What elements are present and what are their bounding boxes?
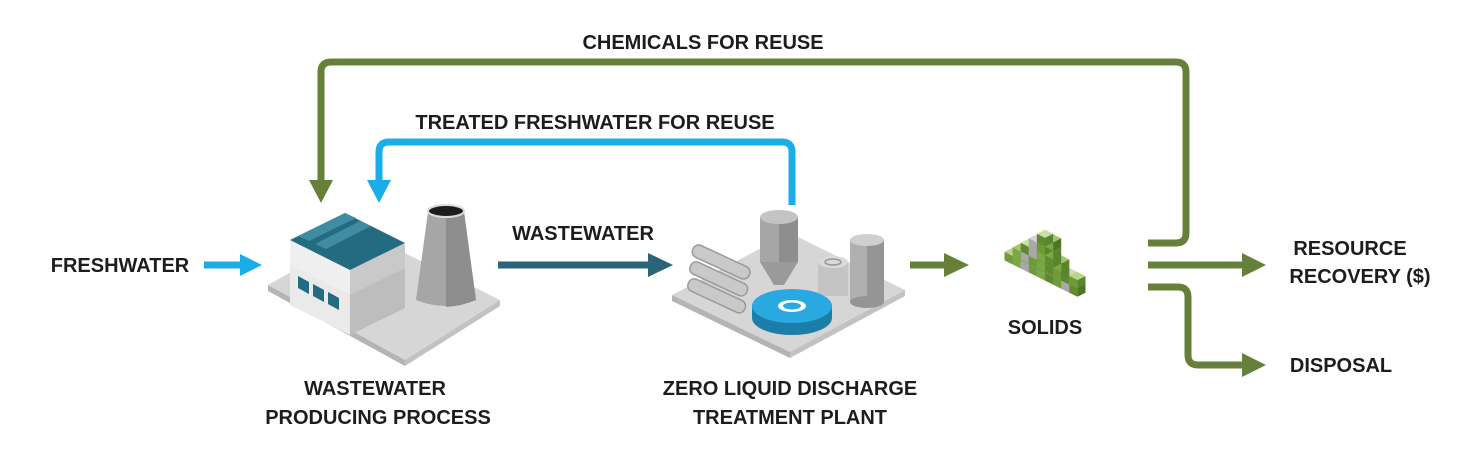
resource-recovery-line1: RESOURCE	[1293, 238, 1406, 260]
chemicals-reuse-flow	[309, 58, 1190, 247]
solid-cube-face	[1045, 233, 1054, 247]
zld-plant-line1: ZERO LIQUID DISCHARGE	[663, 378, 917, 400]
freshwater-label: FRESHWATER	[51, 255, 190, 277]
solids-label: SOLIDS	[1008, 317, 1082, 339]
solids-cubes-icon	[1004, 229, 1086, 297]
freshwater-arrow	[204, 254, 262, 276]
solid-cube-face	[1069, 272, 1086, 281]
disposal-arrow	[1148, 283, 1266, 377]
disposal-label: DISPOSAL	[1290, 355, 1392, 377]
solid-cube-face	[1028, 238, 1037, 251]
solid-cube-face	[1012, 255, 1021, 269]
chemicals-for-reuse-label: CHEMICALS FOR REUSE	[582, 32, 823, 54]
factory-icon	[268, 204, 500, 366]
solid-cube-face	[1020, 242, 1029, 256]
solid-cube-face	[1036, 229, 1054, 238]
solid-cube-face	[1004, 251, 1013, 265]
solid-cube-face	[1028, 246, 1037, 260]
solid-cube-face	[1053, 246, 1062, 260]
resource-recovery-line2: RECOVERY ($)	[1289, 266, 1430, 288]
solid-cube-face	[1061, 259, 1070, 273]
wastewater-arrow	[498, 253, 673, 277]
treated-freshwater-arrowhead	[367, 180, 391, 203]
plant-to-solids-arrow	[910, 253, 969, 277]
wastewater-label: WASTEWATER	[512, 223, 654, 245]
solid-cube-face	[1069, 276, 1078, 289]
wastewater-producing-process-line2: PRODUCING PROCESS	[265, 407, 491, 429]
zld-plant-icon	[672, 210, 905, 358]
solid-cube-face	[1012, 247, 1021, 260]
solid-cube-face	[1077, 276, 1086, 289]
solid-cube-face	[1036, 242, 1045, 255]
zld-plant-line2: TREATMENT PLANT	[693, 407, 887, 429]
chemicals-arrowhead	[309, 180, 333, 203]
treated-freshwater-flow	[367, 138, 796, 205]
solid-cube-face	[1020, 251, 1029, 264]
solid-cube-face	[1036, 233, 1045, 247]
wastewater-producing-process-line1: WASTEWATER	[304, 378, 446, 400]
solid-cube-face	[1053, 238, 1062, 251]
treated-freshwater-label: TREATED FRESHWATER FOR REUSE	[415, 112, 774, 134]
resource-recovery-arrow	[1148, 253, 1266, 277]
